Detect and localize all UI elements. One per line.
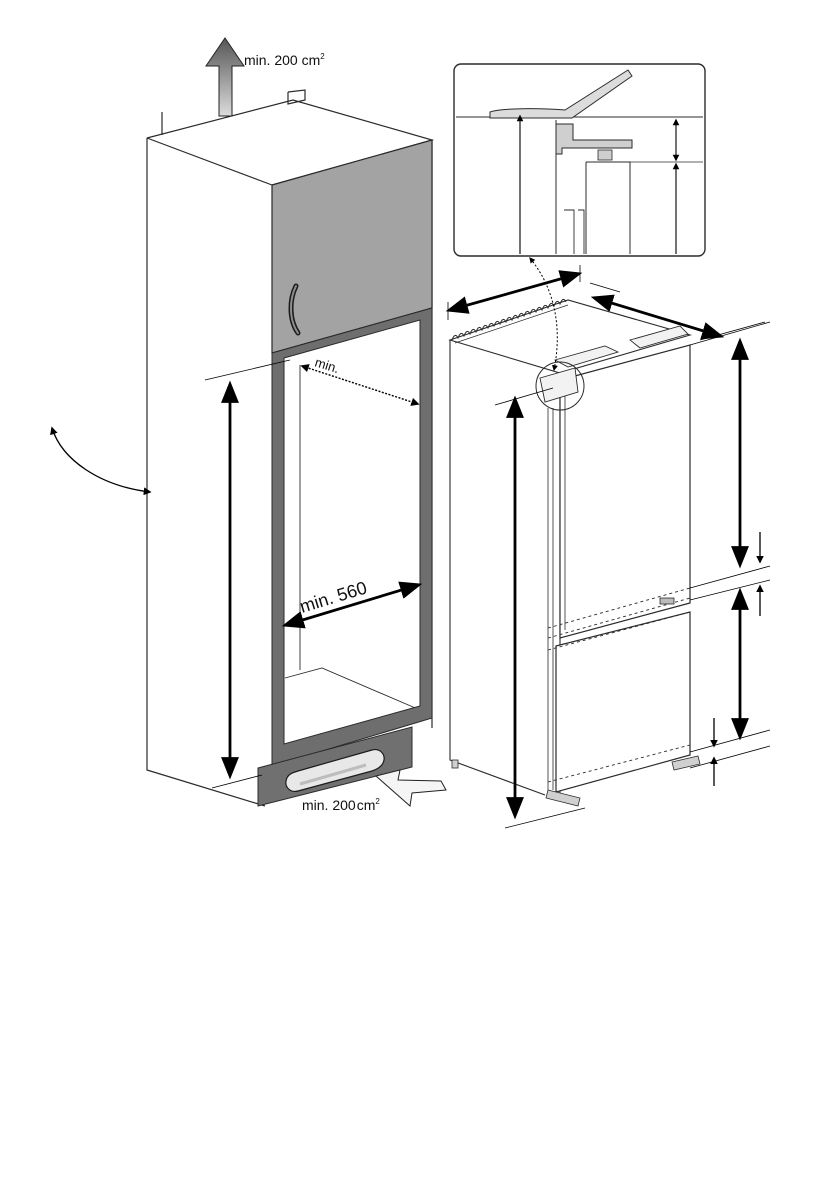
door-swing-arrow [52, 428, 150, 492]
niche-frame [272, 308, 432, 766]
appliance-upper-door [560, 345, 690, 638]
vent-in-arrow [376, 770, 446, 806]
vent-top-label: min. 200 cm2 [244, 52, 325, 68]
vent-up-arrow [206, 38, 244, 116]
door-height-dimensions [690, 322, 770, 786]
depth-min-label: min. [313, 355, 341, 377]
appliance-lower-door [556, 612, 690, 792]
cabinet-side-panel [147, 138, 265, 806]
hinge-detail-inset [454, 64, 705, 256]
depth-dimension-arrow [302, 366, 418, 404]
vent-bottom-label: min. 200cm2 [302, 797, 380, 813]
